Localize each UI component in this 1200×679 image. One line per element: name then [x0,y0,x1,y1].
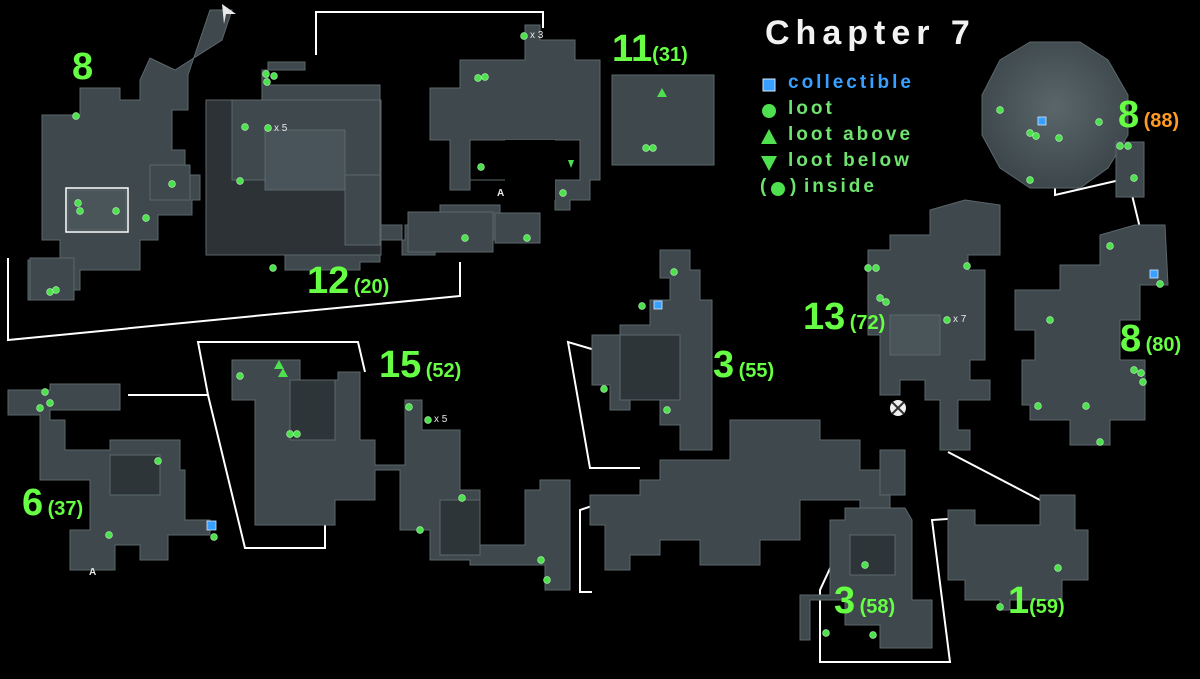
chapter-title: Chapter 7 [765,14,976,52]
legend-loot: loot [760,98,1000,124]
area-c-3-floor [591,249,713,451]
area-c-13-floor [867,199,1001,451]
multiplier-label: x 3 [530,30,544,41]
green-dot-icon [762,104,776,118]
multiplier-label: x 7 [953,314,967,325]
area-label: 3 (55) [713,344,775,386]
legend-inside-open: ( [760,176,770,197]
area-c-15-floor [231,359,571,591]
multiplier-label: x 5 [274,123,288,134]
marker-a: A [497,188,505,199]
area-label: 11(31) [612,28,688,70]
area-w-6-floor [7,383,211,571]
area-label: 6 (37) [22,482,84,524]
legend: collectible loot loot above loot below (… [760,72,1000,202]
area-central-floor [589,419,906,571]
area-n-11-floor [429,24,715,211]
area-label: 3 (58) [834,580,896,622]
blue-square-icon [762,78,776,92]
area-s-1-floor [947,494,1089,611]
area-s-3-floor [799,507,933,649]
floor-plans [7,9,1169,649]
legend-loot-above: loot above [760,124,1000,150]
legend-loot-above-label: loot above [788,124,914,145]
area-nw-8-floor [27,9,233,301]
green-dot-inside-icon [771,182,785,196]
legend-collectible: collectible [760,72,1000,98]
area-label: 1(59) [1008,580,1065,622]
legend-loot-label: loot [788,98,835,119]
legend-loot-below-label: loot below [788,150,912,171]
green-triangle-down-icon [761,156,777,171]
area-label: 13 (72) [803,296,886,338]
area-label: 8 (80) [1120,318,1182,360]
exit-ball-icon [890,400,906,416]
area-n-12-floor [205,61,541,271]
collectibles [206,116,1159,531]
legend-loot-below: loot below [760,150,1000,176]
area-ne-8-round-floor [981,41,1145,198]
loot-triangles [274,88,667,377]
multiplier-label: x 5 [434,414,448,425]
area-label: 15 (52) [379,344,462,386]
legend-inside-close: ) [790,176,800,197]
legend-inside-label: inside [804,176,877,197]
marker-a: A [89,567,97,578]
loot-dots [36,32,1164,639]
area-e-8-floor [1014,224,1169,446]
connector-lines [7,11,1141,663]
area-label: 8 [72,46,94,88]
area-label: 12 (20) [307,260,390,302]
legend-inside: ( ) inside [760,176,1000,202]
inside-frame [65,187,129,233]
legend-collectible-label: collectible [788,72,914,93]
area-label: 8 (88) [1118,94,1180,136]
start-arrow-icon [222,4,236,24]
green-triangle-up-icon [761,129,777,144]
